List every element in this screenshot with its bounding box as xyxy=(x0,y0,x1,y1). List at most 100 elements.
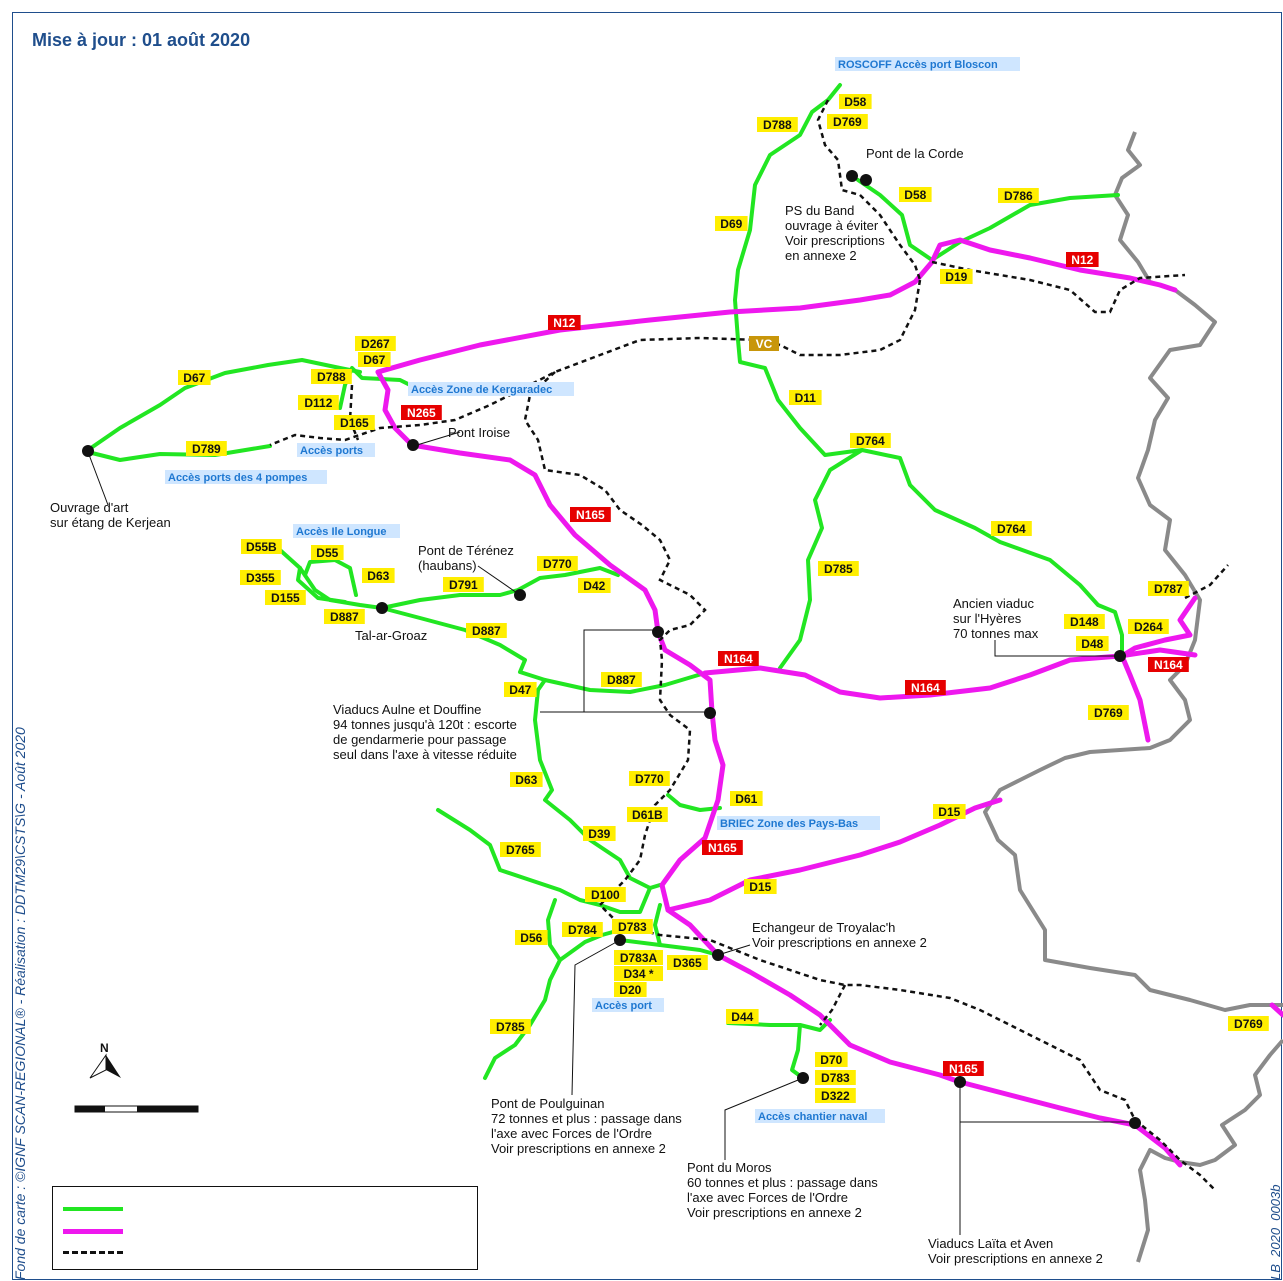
road-badge-d783a xyxy=(614,950,663,965)
road-badge-d887b xyxy=(466,623,507,638)
legend-magenta-line xyxy=(63,1229,123,1234)
road-badge-d155 xyxy=(265,590,306,605)
road-label-d112: D112 xyxy=(304,396,332,410)
road-label-d788a: D788 xyxy=(763,118,792,132)
road-label-d887a: D887 xyxy=(330,610,359,624)
road-label-d783b: D783 xyxy=(821,1071,850,1085)
legend-green-line xyxy=(63,1207,123,1211)
terenez-marker xyxy=(514,589,526,601)
road-label-d100: D100 xyxy=(591,888,620,902)
road-label-d783a: D783A xyxy=(620,951,658,965)
road-badge-d61b xyxy=(627,807,668,822)
road-badge-d39 xyxy=(583,826,616,841)
road-label-d48: D48 xyxy=(1081,637,1103,651)
road-badge-d783 xyxy=(612,919,653,934)
road-badge-d784 xyxy=(562,922,603,937)
road-badge-d69 xyxy=(715,216,748,231)
ile-longue-access-label: Accès Ile Longue xyxy=(296,526,386,538)
road-badge-d34 xyxy=(614,966,663,981)
road-label-d791: D791 xyxy=(449,578,478,592)
road-badge-d148 xyxy=(1064,614,1105,629)
road-badge-n12a xyxy=(548,315,581,330)
road-label-n164a: N164 xyxy=(724,652,753,666)
road-badge-d19 xyxy=(940,269,973,284)
road-label-d44: D44 xyxy=(731,1010,753,1024)
roscoff-label-bg xyxy=(835,57,1020,71)
road-badge-d55b xyxy=(241,539,282,554)
road-badge-d165 xyxy=(334,415,375,430)
road-label-d769c: D769 xyxy=(1234,1017,1263,1031)
road-badge-n164b xyxy=(905,680,946,695)
road-badge-d764b xyxy=(991,521,1032,536)
road-label-d770b: D770 xyxy=(635,772,664,786)
road-badge-d764a xyxy=(850,433,891,448)
quatre-pompes-access-label: Accès ports des 4 pompes xyxy=(168,472,307,484)
road-label-d365: D365 xyxy=(673,956,702,970)
road-badge-d15b xyxy=(744,879,777,894)
road-badge-d44 xyxy=(726,1009,759,1024)
poulguinan-marker xyxy=(614,934,626,946)
road-badge-d11 xyxy=(789,390,822,405)
road-badge-d58a xyxy=(839,94,872,109)
road-label-d887c: D887 xyxy=(607,673,636,687)
scale-bar-seg1 xyxy=(75,1106,105,1112)
chantier-access-label: Accès chantier naval xyxy=(758,1111,867,1123)
legend-dotted-line xyxy=(63,1251,123,1254)
update-date-title: Mise à jour : 01 août 2020 xyxy=(32,30,251,50)
briec-access-label: BRIEC Zone des Pays-Bas xyxy=(720,818,858,830)
north-letter: N xyxy=(100,1041,109,1055)
road-label-d322: D322 xyxy=(821,1089,850,1103)
aulne-marker xyxy=(704,707,716,719)
pont-corde-label: Pont de la Corde xyxy=(866,146,964,161)
road-label-d20: D20 xyxy=(619,983,641,997)
road-badge-d786 xyxy=(998,188,1039,203)
road-badge-d322 xyxy=(815,1088,856,1103)
road-badge-d61 xyxy=(730,791,763,806)
structure-points xyxy=(82,170,1141,1129)
north-arrow-right xyxy=(106,1055,121,1078)
road-label-d267: D267 xyxy=(361,337,390,351)
department-border xyxy=(983,131,1283,1263)
road-badge-d769a xyxy=(827,114,868,129)
green-routes xyxy=(86,83,1124,1080)
road-badge-d264 xyxy=(1128,619,1169,634)
tal-ar-groaz-marker xyxy=(376,602,388,614)
road-badge-d15a xyxy=(933,804,966,819)
kerjean-marker xyxy=(82,445,94,457)
road-label-d61b: D61B xyxy=(632,808,663,822)
road-label-n165c: N165 xyxy=(949,1062,978,1076)
laita-label: Viaducs Laïta et Aven Voir prescriptions… xyxy=(928,1236,1103,1266)
road-badge-d20 xyxy=(614,982,647,997)
north-arrow-left xyxy=(89,1053,107,1079)
road-label-n165a: N165 xyxy=(576,508,605,522)
aulne-label: Viaducs Aulne et Douffine 94 tonnes jusq… xyxy=(333,702,521,762)
port-label-bg xyxy=(592,998,664,1012)
kerjean-label: Ouvrage d'art sur étang de Kerjean xyxy=(50,500,171,530)
road-label-n265: N265 xyxy=(407,406,436,420)
road-badge-d887c xyxy=(601,672,642,687)
road-label-d764b: D764 xyxy=(997,522,1026,536)
road-badge-n165b xyxy=(702,840,743,855)
road-badge-d70 xyxy=(815,1052,848,1067)
road-label-d788b: D788 xyxy=(317,370,346,384)
structure-labels: Pont de la Corde PS du Band ouvrage à év… xyxy=(50,146,1103,1266)
road-label-d264: D264 xyxy=(1134,620,1163,634)
road-badge-d63b xyxy=(510,772,543,787)
road-label-d56: D56 xyxy=(520,931,542,945)
poulguinan-label: Pont de Poulguinan 72 tonnes et plus : p… xyxy=(491,1096,685,1156)
road-label-d47: D47 xyxy=(509,683,531,697)
road-label-d785b: D785 xyxy=(496,1020,525,1034)
douffine-marker xyxy=(652,626,664,638)
road-badge-d63a xyxy=(362,568,395,583)
road-badge-d769c xyxy=(1228,1016,1269,1031)
road-badge-n165a xyxy=(570,507,611,522)
pont-iroise-marker xyxy=(407,439,419,451)
road-label-d58b: D58 xyxy=(904,188,926,202)
map-frame xyxy=(12,12,1282,1280)
road-badge-n165c xyxy=(943,1061,984,1076)
aven-marker xyxy=(954,1076,966,1088)
road-label-d783: D783 xyxy=(618,920,647,934)
road-label-d67b: D67 xyxy=(183,371,205,385)
troyalach-marker xyxy=(712,949,724,961)
